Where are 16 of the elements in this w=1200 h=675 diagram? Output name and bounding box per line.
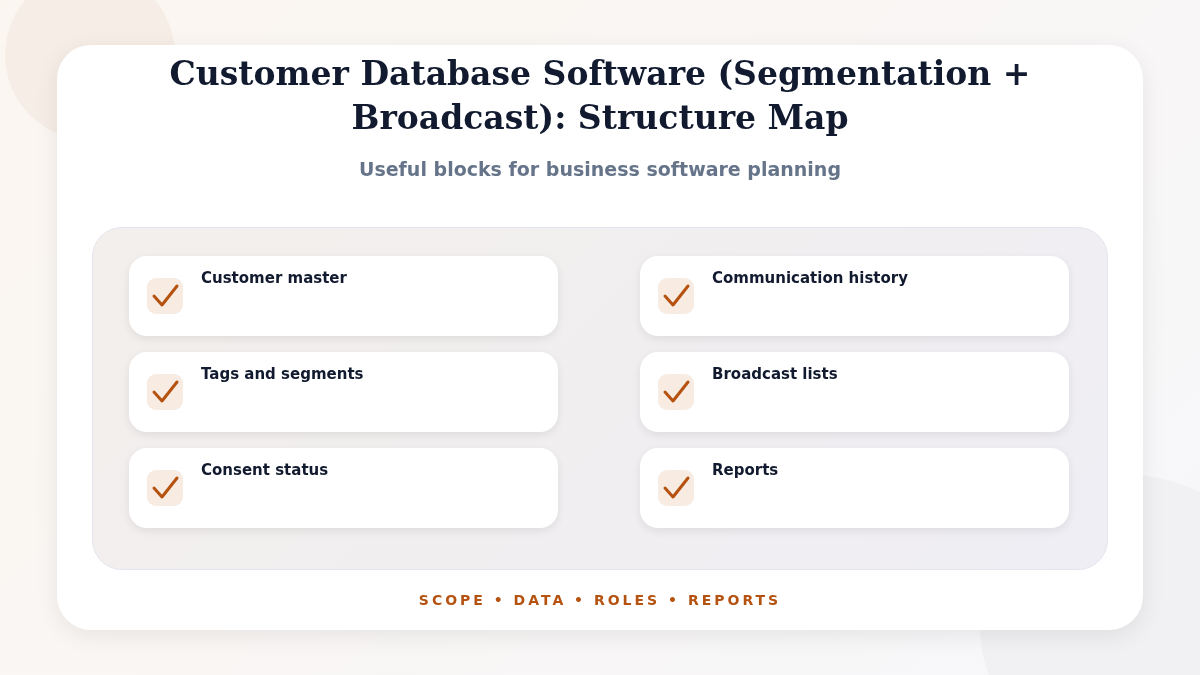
subtitle: Useful blocks for business software planning	[358, 158, 842, 180]
feature-card	[129, 448, 558, 528]
card-title: Broadcast lists	[712, 365, 838, 383]
card-title: Communication history	[712, 269, 908, 287]
feature-card	[640, 256, 1069, 336]
card-title: Consent status	[201, 461, 329, 479]
card-title: Tags and segments	[201, 365, 364, 383]
feature-card	[129, 256, 558, 336]
feature-card	[640, 448, 1069, 528]
card-title: Customer master	[201, 269, 347, 287]
feature-card	[640, 352, 1069, 432]
panel-background	[92, 227, 1108, 570]
title: Customer Database Software (Segmentation + Broadcast): Structure Map	[168, 53, 1032, 139]
feature-card	[129, 352, 558, 432]
card-title: Reports	[712, 461, 779, 479]
footer-text: SCOPE • DATA • ROLES • REPORTS	[417, 592, 783, 608]
